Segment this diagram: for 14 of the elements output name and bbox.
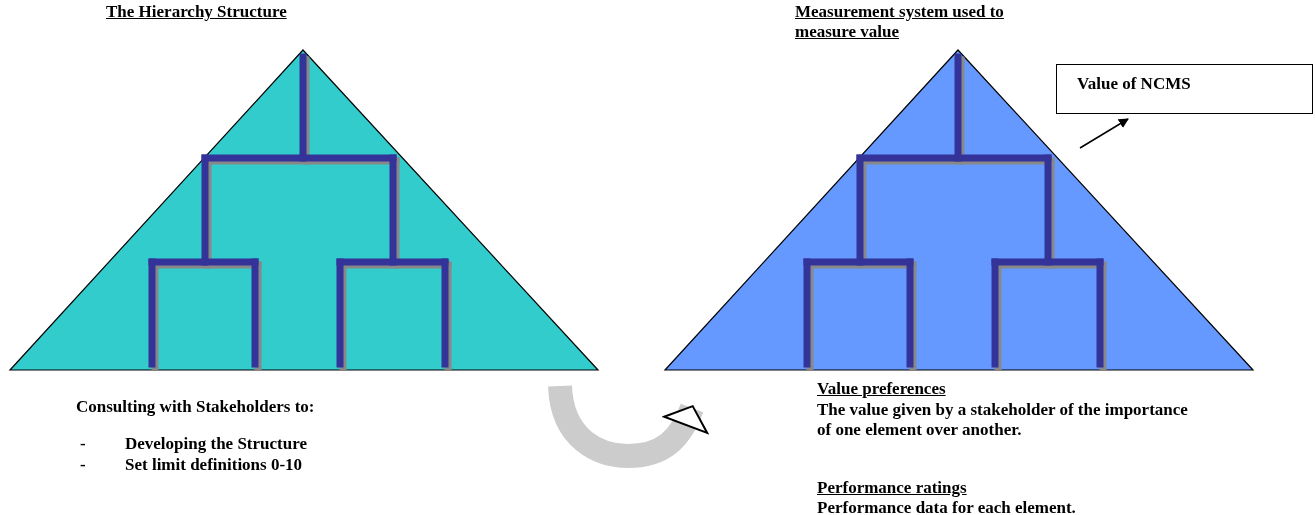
label-box (1056, 64, 1313, 114)
box-label: Value of NCMS (1077, 74, 1191, 94)
section-heading: Performance ratings (817, 478, 967, 498)
note-heading: Consulting with Stakeholders to: (76, 397, 315, 417)
diagram-heading: The Hierarchy Structure (106, 2, 288, 22)
bullet-text: Set limit definitions 0-10 (125, 455, 303, 475)
description-text: The value given by a stakeholder of the importance of one element over another. (817, 400, 1189, 440)
bullet-text: Developing the Structure (125, 434, 307, 454)
arrow (1079, 118, 1129, 149)
bullet-dash: - (80, 455, 86, 475)
diagram-heading: Measurement system used to measure value (795, 2, 1005, 42)
section-heading: Value preferences (817, 379, 946, 399)
bullet-dash: - (80, 434, 86, 454)
description-text: Performance data for each element. (817, 498, 1076, 515)
